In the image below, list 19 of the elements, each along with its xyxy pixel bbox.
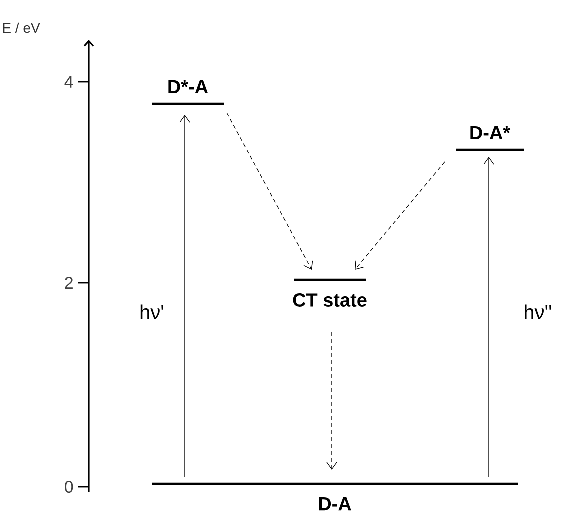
energy-level: D-A [152, 482, 518, 511]
arrow [484, 157, 494, 478]
energy-level: D*-A [152, 80, 224, 106]
node-label: D-A* [470, 126, 511, 140]
arrow [355, 162, 446, 270]
node-label: CT state [293, 294, 367, 307]
tick-label: 0 [65, 480, 74, 494]
energy-level: D-A* [456, 126, 524, 152]
node-label: D-A [319, 498, 352, 511]
energy-level: CT state [293, 278, 367, 307]
edge-label: hν' [140, 304, 164, 320]
tick-label: 4 [64, 76, 74, 88]
axis-label: E / eV [3, 22, 40, 34]
node-label: D*-A [168, 80, 208, 94]
edge-label: hν'' [525, 304, 552, 320]
arrow [326, 332, 338, 470]
tick-label: 2 [65, 277, 73, 289]
arrow [180, 115, 190, 478]
arrow [226, 112, 314, 270]
